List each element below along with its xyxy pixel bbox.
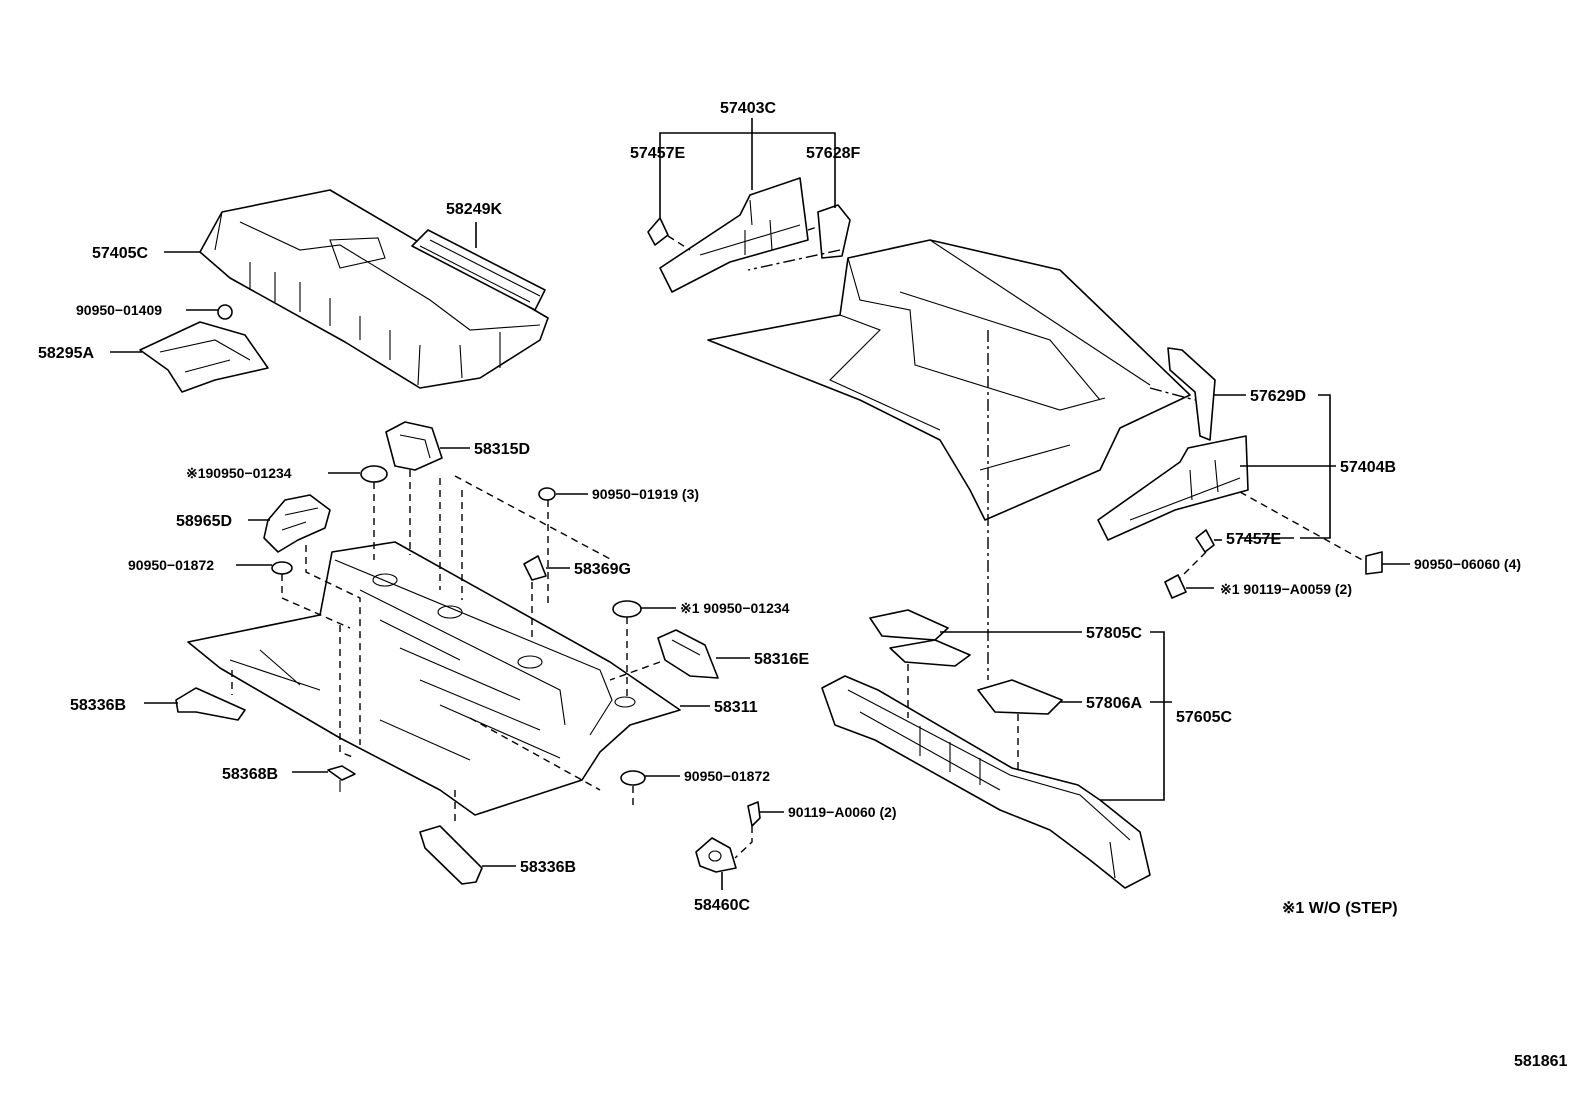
label-90119-a0060: 90119−A0060 (2) xyxy=(788,804,897,820)
label-90119-a0059: ※1 90119−A0059 (2) xyxy=(1220,581,1352,597)
note-wo-step: ※1 W/O (STEP) xyxy=(1282,900,1398,917)
label-58295a: 58295A xyxy=(38,345,94,362)
label-58336b-bottom: 58336B xyxy=(520,859,576,876)
label-90950-01872-left: 90950−01872 xyxy=(128,557,214,573)
label-90950-01234-left: ※190950−01234 xyxy=(186,465,292,481)
label-58965d: 58965D xyxy=(176,513,232,530)
leader-lines xyxy=(110,118,1410,890)
label-57628f: 57628F xyxy=(806,145,860,162)
label-90950-06060: 90950−06060 (4) xyxy=(1414,556,1521,572)
part-57605c-rear-member xyxy=(821,609,1151,889)
label-57457e-top: 57457E xyxy=(630,145,685,162)
label-58368b: 58368B xyxy=(222,766,278,783)
part-58336b-left xyxy=(175,687,246,721)
assembly-lines-rear-floor xyxy=(747,249,1196,680)
label-90950-01872-right: 90950−01872 xyxy=(684,768,770,784)
part-58368b-clip xyxy=(327,765,356,792)
label-57405c: 57405C xyxy=(92,245,148,262)
label-90950-01234-right: ※1 90950−01234 xyxy=(680,600,790,616)
part-58369g-clip xyxy=(523,555,547,581)
part-rear-floor xyxy=(707,239,1191,521)
label-57457e-right: 57457E xyxy=(1226,531,1281,548)
part-58336b-bottom xyxy=(419,825,483,885)
label-57605c: 57605C xyxy=(1176,709,1232,726)
part-57629d-gusset xyxy=(1167,347,1216,441)
label-57404b: 57404B xyxy=(1340,459,1396,476)
label-90950-01409: 90950−01409 xyxy=(76,302,162,318)
label-57403c: 57403C xyxy=(720,100,776,117)
part-58295a-bracket xyxy=(139,304,269,393)
plugs xyxy=(271,465,646,786)
part-labels: 57403C 57457E 57628F 58249K 57405C 90950… xyxy=(38,100,1567,1070)
part-57404b-side-member xyxy=(1097,435,1383,599)
figure-number: 581861 xyxy=(1514,1053,1567,1070)
label-58369g: 58369G xyxy=(574,561,631,578)
label-58460c: 58460C xyxy=(694,897,750,914)
label-57806a: 57806A xyxy=(1086,695,1142,712)
part-58316e-bracket xyxy=(657,629,719,679)
part-58249k-reinforcement xyxy=(411,229,546,311)
label-58311: 58311 xyxy=(714,699,758,716)
part-58311-floor-panel xyxy=(187,541,681,816)
label-57805c: 57805C xyxy=(1086,625,1142,642)
label-58315d: 58315D xyxy=(474,441,530,458)
part-57403c-side-member xyxy=(647,177,851,293)
part-58460c-hook xyxy=(695,801,761,873)
label-90950-01919: 90950−01919 (3) xyxy=(592,486,699,502)
part-57405c-floor-pan xyxy=(199,189,549,389)
label-58316e: 58316E xyxy=(754,651,809,668)
label-58249k: 58249K xyxy=(446,201,502,218)
part-58315d-bracket xyxy=(385,421,443,471)
part-58965d-bracket xyxy=(263,494,331,553)
assembly-lines-floor xyxy=(231,470,661,826)
label-57629d: 57629D xyxy=(1250,388,1306,405)
label-58336b-left: 58336B xyxy=(70,697,126,714)
